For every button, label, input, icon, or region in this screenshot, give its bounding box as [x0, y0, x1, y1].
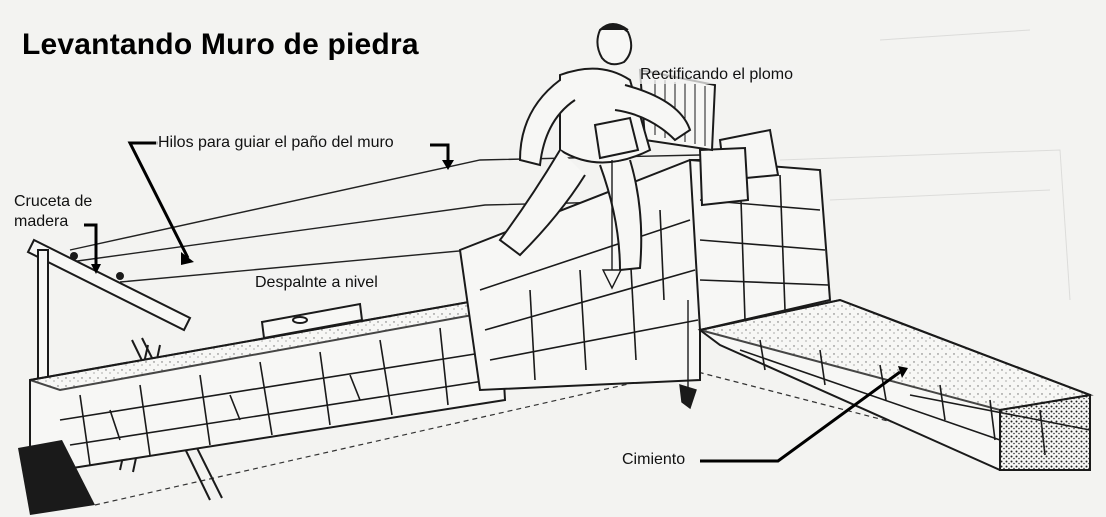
worker-figure	[498, 23, 692, 272]
label-cimiento: Cimiento	[620, 451, 688, 469]
label-cruceta-madera: Cruceta de madera	[12, 192, 116, 232]
label-cruceta-line1: Cruceta de	[14, 193, 93, 210]
label-hilos-guia: Hilos para guiar el paño del muro	[156, 134, 396, 152]
background-ghost-lines	[779, 29, 1071, 301]
label-rectificando-plomo: Rectificando el plomo	[638, 66, 795, 84]
label-despalnte-nivel: Despalnte a nivel	[253, 274, 380, 292]
spirit-level	[260, 302, 364, 340]
foundation-end-block	[18, 440, 95, 515]
arrowheads	[91, 160, 908, 378]
plumb-bob	[601, 160, 697, 410]
diagram-title: Levantando Muro de piedra	[22, 28, 419, 61]
label-leader-lines	[84, 141, 901, 463]
label-cruceta-line2: madera	[14, 213, 69, 230]
